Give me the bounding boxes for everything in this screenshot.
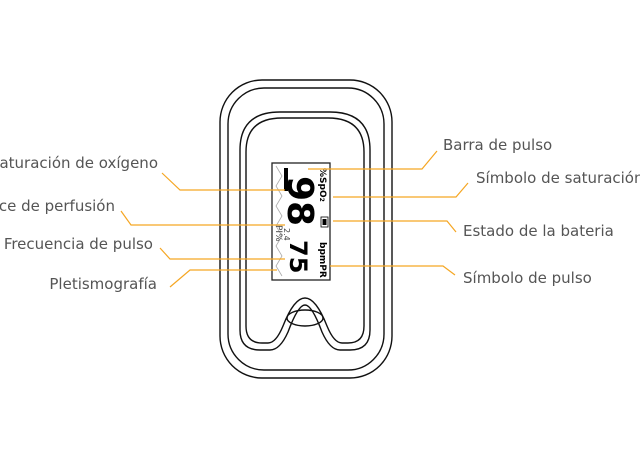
spo2-value: 98 <box>279 176 320 226</box>
pulse-symbol: bpmPR <box>317 242 327 278</box>
screen: 98 2.4 PI% 75 %SpO2 bpmPR <box>271 162 331 281</box>
label-battery-status: Estado de la bateria <box>463 222 614 240</box>
leader-lines <box>120 150 469 288</box>
label-perfusion-index: Índice de perfusión <box>0 196 115 215</box>
plethysmograph-wave <box>275 165 283 277</box>
device-outline <box>219 79 393 379</box>
power-button <box>286 309 324 327</box>
label-pulse-bar: Barra de pulso <box>443 136 552 154</box>
battery-icon <box>320 216 329 228</box>
pulse-bar <box>284 168 288 191</box>
pr-value: 75 <box>284 240 312 273</box>
pi-label-visible: PI% <box>273 225 283 242</box>
label-oxygen-saturation: Saturación de oxígeno <box>0 154 158 172</box>
label-saturation-symbol: Símbolo de saturación <box>476 169 640 187</box>
pi-value: 2.4 <box>282 228 291 241</box>
label-pulse-rate: Frecuencia de pulso <box>4 235 153 253</box>
label-plethysmography: Pletismografía <box>49 275 157 293</box>
spo2-symbol: %SpO2 <box>317 168 327 202</box>
label-pulse-symbol: Símbolo de pulso <box>463 269 592 287</box>
